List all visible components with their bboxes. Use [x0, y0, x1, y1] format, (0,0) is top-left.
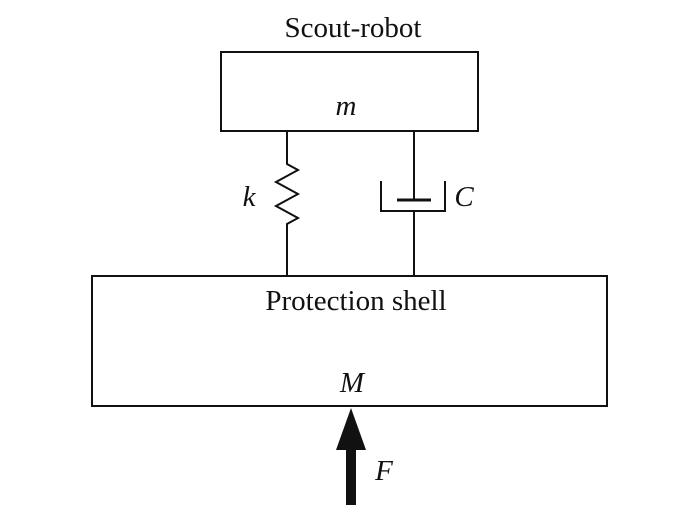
force-arrow-icon [336, 408, 366, 505]
shell-title: Protection shell [265, 285, 446, 317]
damper-element [380, 131, 446, 276]
shell-mass-block [91, 275, 608, 407]
spring-constant-label: k [243, 181, 257, 213]
robot-mass-label: m [336, 90, 357, 122]
shell-mass-label: M [339, 367, 366, 399]
robot-mass-block [220, 51, 479, 132]
damping-coefficient-label: C [454, 181, 474, 213]
robot-title: Scout-robot [285, 12, 422, 44]
spring-element [273, 131, 301, 276]
force-label: F [374, 455, 393, 487]
